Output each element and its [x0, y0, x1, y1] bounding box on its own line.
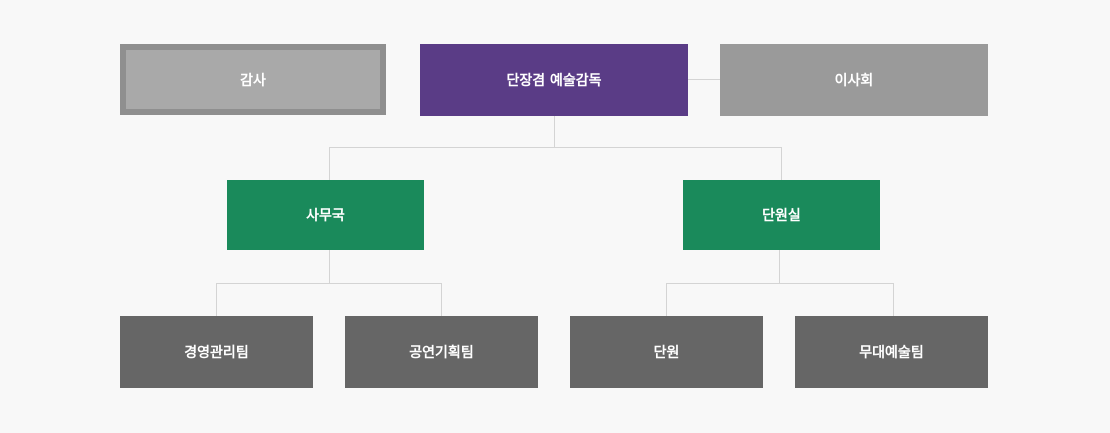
connector-to-leader-office	[781, 147, 782, 180]
connector-office-down	[329, 250, 330, 284]
connector-level2-horizontal	[329, 147, 782, 148]
audit-box: 감사	[120, 44, 386, 115]
connector-to-team-1	[216, 283, 217, 316]
team-label: 공연기획팀	[409, 345, 474, 361]
board-box: 이사회	[720, 44, 988, 116]
team-label: 무대예술팀	[859, 345, 924, 361]
team-box-management: 경영관리팀	[120, 316, 313, 388]
connector-leader-down	[779, 250, 780, 284]
leader-office-box: 단원실	[683, 180, 880, 250]
office-label: 사무국	[306, 208, 345, 224]
team-box-stage-art: 무대예술팀	[795, 316, 988, 388]
audit-label: 감사	[240, 72, 266, 89]
connector-office-teams-horizontal	[216, 283, 442, 284]
connector-to-office	[329, 147, 330, 180]
connector-director-down	[554, 116, 555, 148]
director-label: 단장겸 예술감독	[506, 73, 602, 89]
team-box-performance-planning: 공연기획팀	[345, 316, 538, 388]
connector-to-team-3	[666, 283, 667, 316]
director-box: 단장겸 예술감독	[420, 44, 688, 116]
team-label: 단원	[653, 345, 680, 361]
connector-leader-teams-horizontal	[666, 283, 894, 284]
board-label: 이사회	[834, 73, 874, 89]
connector-to-team-2	[441, 283, 442, 316]
leader-office-label: 단원실	[762, 208, 801, 224]
team-label: 경영관리팀	[184, 345, 249, 361]
connector-director-board	[688, 79, 720, 80]
team-box-members: 단원	[570, 316, 763, 388]
office-box: 사무국	[227, 180, 424, 250]
connector-to-team-4	[893, 283, 894, 316]
